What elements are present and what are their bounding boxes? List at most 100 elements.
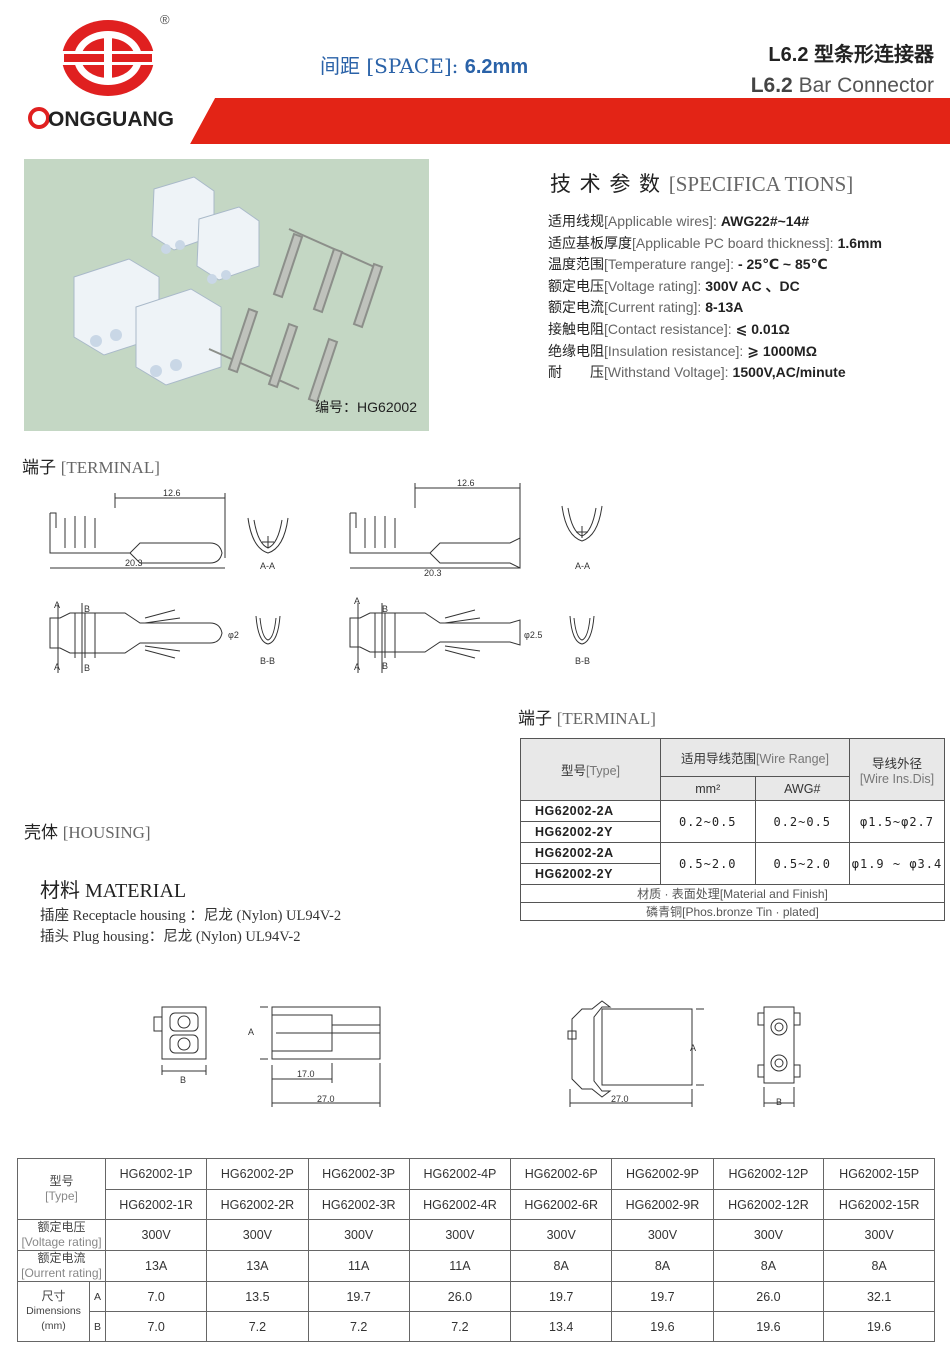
dim-20-3-male: 20.3 (125, 558, 143, 568)
spec-label-cn: 耐 压 (548, 364, 604, 381)
voltage-cell: 300V (307, 1219, 410, 1251)
model-p: HG62002-12P (712, 1158, 825, 1190)
spec-row: 耐 压[Withstand Voltage]:1500V,AC/minute (548, 362, 882, 384)
model-r: HG62002-2R (206, 1189, 309, 1220)
label-b: B (382, 604, 388, 614)
voltage-cell: 300V (510, 1219, 613, 1251)
spec-row: 额定电压[Voltage rating]:300V AC 、DC (548, 276, 882, 298)
spec-row: 绝缘电阻[Insulation resistance]:⩾ 1000MΩ (548, 341, 882, 363)
current-cell: 11A (408, 1250, 512, 1282)
current-cell: 8A (823, 1250, 935, 1282)
material-line-receptacle: 插座 Receptacle housing ：尼龙 (Nylon) UL94V-… (40, 904, 341, 925)
material-title: 材料 MATERIAL (40, 874, 186, 903)
dim-b-cell: 7.2 (206, 1311, 309, 1342)
housing-title-en: [HOUSING] (62, 823, 151, 842)
spec-value: 8-13A (705, 299, 744, 316)
label-aa-male: A-A (260, 561, 275, 571)
wire-range-en: [Wire Range] (756, 752, 829, 766)
spec-row: 温度范围[Temperature range]:- 25℃ ~ 85℃ (548, 254, 882, 276)
terminal-table-title-cn: 端子 (518, 709, 552, 728)
hongguang-logo (60, 20, 156, 96)
voltage-cell: 300V (823, 1219, 935, 1251)
model-r: HG62002-6R (510, 1189, 613, 1220)
terminal-model: HG62002-2Y (520, 863, 661, 885)
terminal-spec-table: 型号[Type] 适用导线范围[Wire Range] 导线外径 [Wire I… (520, 738, 945, 921)
material-value: 尼龙 (Nylon) UL94V-2 (203, 908, 342, 924)
dim-a-cell: 7.0 (104, 1281, 208, 1312)
dim-b-cell: 7.2 (408, 1311, 512, 1342)
material-en: [Phos.bronze Tin · plated] (682, 905, 819, 919)
type-label: 型号 [Type] (17, 1158, 106, 1220)
material-row: 磷青铜[Phos.bronze Tin · plated] (520, 902, 945, 921)
dim-a-receptacle: A (248, 1027, 254, 1037)
current-cell: 13A (104, 1250, 208, 1282)
label-a: A (54, 662, 60, 672)
spec-row: 接触电阻[Contact resistance]:⩽ 0.01Ω (548, 319, 882, 341)
dim-a-cell: 32.1 (823, 1281, 935, 1312)
dim-27-receptacle: 27.0 (317, 1094, 335, 1104)
material-sep: ： (189, 908, 204, 924)
dim-a-cell: 19.7 (611, 1281, 714, 1312)
model-p: HG62002-3P (307, 1158, 410, 1190)
terminal-model: HG62002-2A (520, 800, 661, 822)
model-r: HG62002-12R (712, 1189, 825, 1220)
awg-header: AWG# (754, 776, 850, 801)
product-photo: 编号：HG62002 (24, 159, 429, 431)
brand-text: ONGGUANG (48, 108, 174, 131)
spec-label-en: [Voltage rating]: (604, 277, 702, 294)
type-header-cn: 型号 (560, 764, 586, 778)
current-cell: 8A (611, 1250, 714, 1282)
model-p: HG62002-4P (408, 1158, 512, 1190)
type-header-en: [Type] (585, 764, 621, 778)
spec-value: ⩽ 0.01Ω (735, 320, 790, 337)
wire-dia: φ1.5~φ2.7 (849, 800, 945, 843)
model-r: HG62002-4R (408, 1189, 512, 1220)
model-p: HG62002-15P (823, 1158, 935, 1190)
spec-label-en: [Current rating]: (604, 299, 702, 316)
spec-label-en: [Temperature range]: (604, 256, 734, 273)
photo-caption: 编号：HG62002 (315, 399, 417, 415)
voltage-label-en: [Voltage rating] (21, 1235, 102, 1249)
spec-label-cn: 额定电压 (548, 277, 604, 294)
current-label-en: [Ourrent rating] (21, 1266, 102, 1280)
spec-label-cn: 温度范围 (548, 256, 604, 273)
current-cell: 13A (206, 1250, 309, 1282)
model-r: HG62002-9R (611, 1189, 714, 1220)
wire-dia-en: [Wire Ins.Dis] (859, 772, 935, 786)
housing-section-title: 壳体 [HOUSING] (24, 818, 151, 843)
material-line-plug: 插头 Plug housing：尼龙 (Nylon) UL94V-2 (40, 925, 300, 946)
dim-12-6-male: 12.6 (163, 488, 181, 498)
spec-label-cn: 额定电流 (548, 299, 604, 316)
label-a: A (54, 600, 60, 610)
space-value: 6.2mm (464, 56, 529, 78)
dim-a-plug: A (690, 1043, 696, 1053)
wire-dia-cn: 导线外径 (871, 757, 922, 771)
dim-b-cell: 7.0 (104, 1311, 208, 1342)
specs-list: 适用线规[Applicable wires]:AWG22#~14# 适应基板厚度… (548, 211, 882, 384)
terminal-drawing: 12.6 20.3 A-A B-B φ2 A B A B 12.6 20.3 A… (49, 478, 603, 673)
mm2-header: mm² (660, 776, 756, 801)
specs-title-en: [SPECIFICA TIONS] (668, 172, 854, 196)
spec-value: 1500V,AC/minute (732, 364, 846, 381)
wire-range-cn: 适用导线范围 (681, 752, 757, 766)
range-mm2: 0.2~0.5 (660, 800, 756, 843)
range-awg: 0.2~0.5 (754, 800, 850, 843)
range-mm2: 0.5~2.0 (660, 842, 756, 885)
current-cell: 8A (510, 1250, 613, 1282)
terminal-title-en: [TERMINAL] (60, 458, 160, 477)
model-r: HG62002-15R (823, 1189, 935, 1220)
spec-row: 适应基板厚度[Applicable PC board thickness]:1.… (548, 233, 882, 255)
terminal-table-title: 端子 [TERMINAL] (518, 704, 656, 729)
dia-male: φ2 (228, 630, 239, 640)
label-aa-female: A-A (575, 561, 590, 571)
dim-b-cell: 13.4 (510, 1311, 613, 1342)
finish-cn: 材质 · 表面处理 (637, 887, 720, 901)
terminal-model: HG62002-2Y (520, 821, 661, 843)
label-a: A (354, 596, 360, 606)
range-awg: 0.5~2.0 (754, 842, 850, 885)
housing-title-cn: 壳体 (24, 823, 58, 842)
label-bb-female: B-B (575, 656, 590, 666)
wire-range-header: 适用导线范围[Wire Range] (660, 738, 850, 777)
dim-a-cell: 13.5 (206, 1281, 309, 1312)
dim-b-receptacle: B (180, 1075, 186, 1085)
